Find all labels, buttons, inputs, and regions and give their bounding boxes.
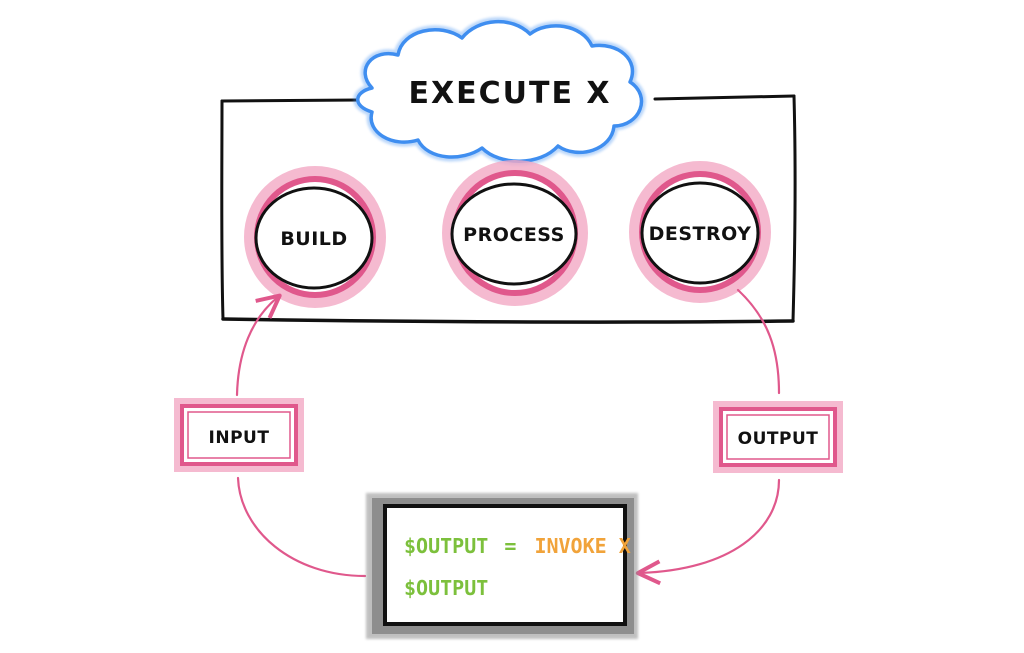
stage-build: BUILD xyxy=(244,166,386,308)
stage-process: PROCESS xyxy=(442,160,588,306)
arrow-destroy-to-output xyxy=(736,288,781,395)
code-call-invoke: INVOKE X xyxy=(534,534,630,558)
stage-destroy: DESTROY xyxy=(629,161,771,303)
code-var-output: $OUTPUT xyxy=(404,534,488,558)
code-line-2: $OUTPUT xyxy=(404,576,488,600)
stage-label-build: BUILD xyxy=(280,228,347,250)
input-label: INPUT xyxy=(209,428,270,448)
code-box: $OUTPUT = INVOKE X $OUTPUT xyxy=(366,493,638,639)
title-text: EXECUTE X xyxy=(408,76,611,111)
input-box: INPUT xyxy=(174,398,304,472)
flow-arrows xyxy=(235,288,781,586)
arrow-input-to-build xyxy=(235,293,282,397)
arrow-output-to-code xyxy=(635,478,781,586)
arrow-code-to-input xyxy=(236,476,367,578)
code-line-1: $OUTPUT = INVOKE X xyxy=(404,534,631,558)
output-box: OUTPUT xyxy=(713,401,843,473)
code-var-output-2: $OUTPUT xyxy=(404,576,488,600)
title-cloud: EXECUTE X xyxy=(353,17,646,166)
stage-label-process: PROCESS xyxy=(463,224,565,246)
output-label: OUTPUT xyxy=(738,429,819,449)
execute-container xyxy=(220,94,797,324)
stage-label-destroy: DESTROY xyxy=(649,223,752,245)
code-equals: = xyxy=(504,534,516,558)
